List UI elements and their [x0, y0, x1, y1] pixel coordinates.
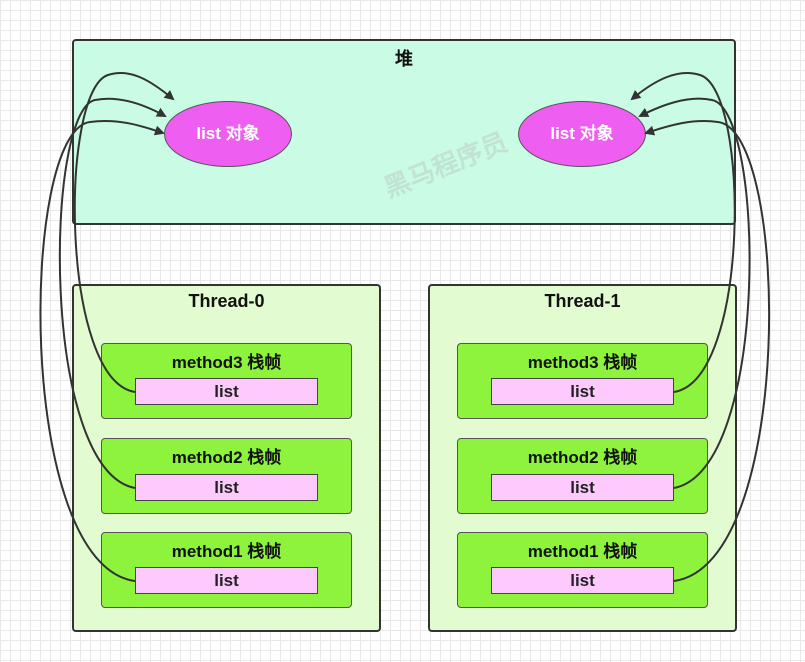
list-object-left: list 对象 [164, 101, 292, 167]
thread-1-title: Thread-1 [544, 291, 621, 311]
frame-title: method3 栈帧 [171, 353, 282, 372]
thread-0-method3-list-var: list [135, 378, 318, 405]
thread-0-title: Thread-0 [188, 291, 265, 311]
frame-title: method2 栈帧 [171, 448, 282, 467]
thread-1-method3-list-var: list [491, 378, 674, 405]
frame-title: method3 栈帧 [527, 353, 638, 372]
frame-title: method1 栈帧 [527, 542, 638, 561]
heap-title: 堆 [395, 49, 413, 69]
frame-title: method2 栈帧 [527, 448, 638, 467]
thread-1-method2-list-var: list [491, 474, 674, 501]
frame-title: method1 栈帧 [171, 542, 282, 561]
thread-0-method2-list-var: list [135, 474, 318, 501]
list-object-right: list 对象 [518, 101, 646, 167]
thread-0-method1-list-var: list [135, 567, 318, 594]
thread-1-method1-list-var: list [491, 567, 674, 594]
